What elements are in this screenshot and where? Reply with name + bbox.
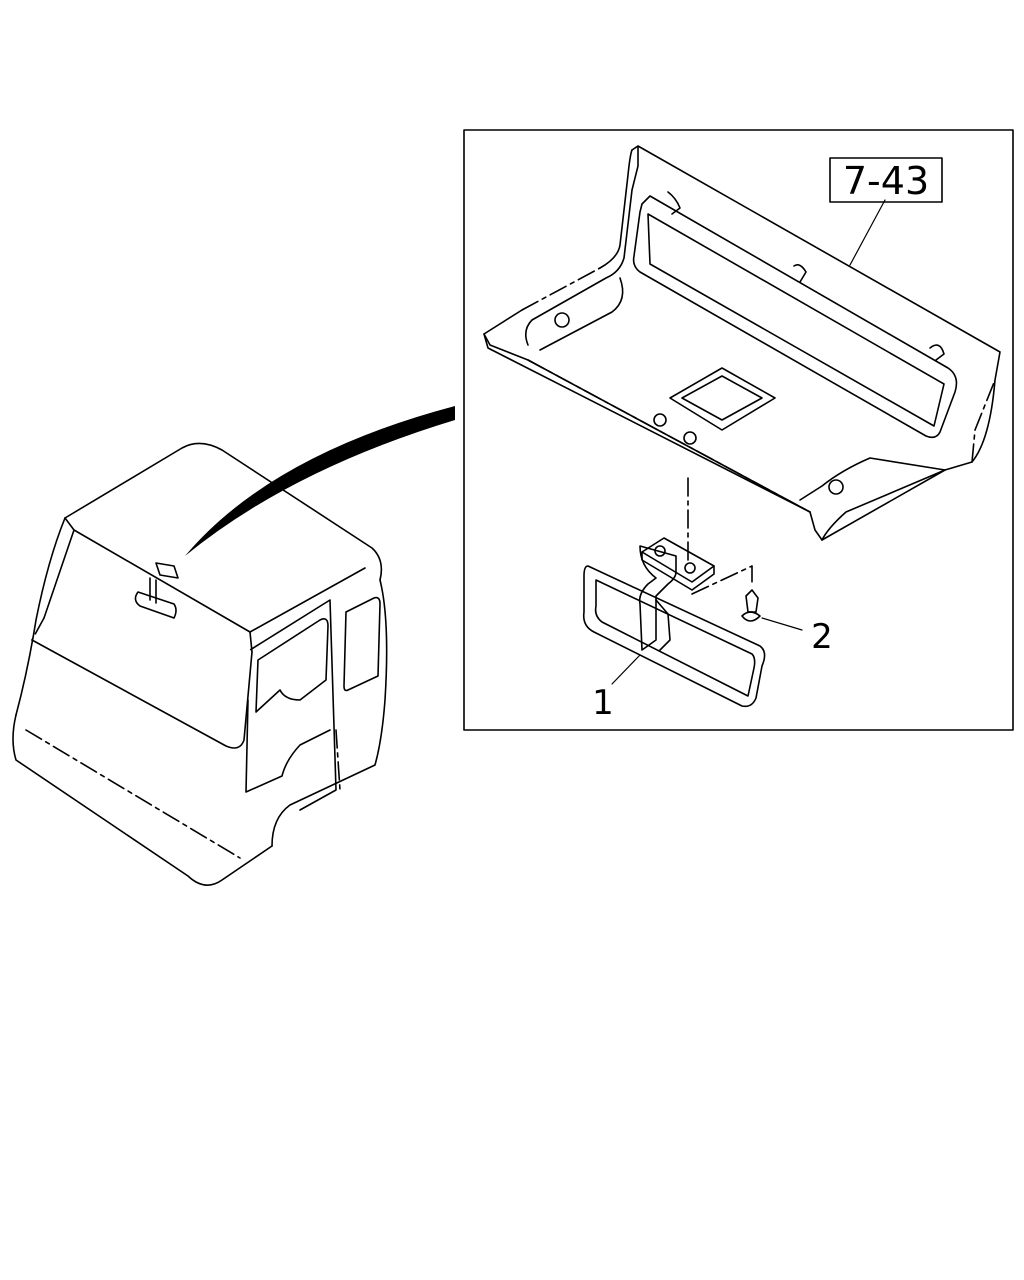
reference-box: [829, 157, 943, 203]
callout-2-number: 2: [811, 617, 833, 657]
screw-part: [691, 565, 761, 622]
callout-2-leader: [761, 617, 803, 631]
callout-1-number: 1: [592, 683, 614, 723]
callout-1-leader: [611, 654, 641, 685]
roof-console: [483, 145, 1001, 541]
reference-label: 7-43: [843, 159, 929, 203]
detail-leader-swoosh: [185, 406, 455, 556]
detail-frame: [463, 129, 1014, 731]
truck-cab: [12, 406, 455, 886]
reference-leader: [849, 199, 886, 266]
cab-mirror-location: [134, 562, 179, 619]
rear-view-mirror: [582, 537, 766, 708]
